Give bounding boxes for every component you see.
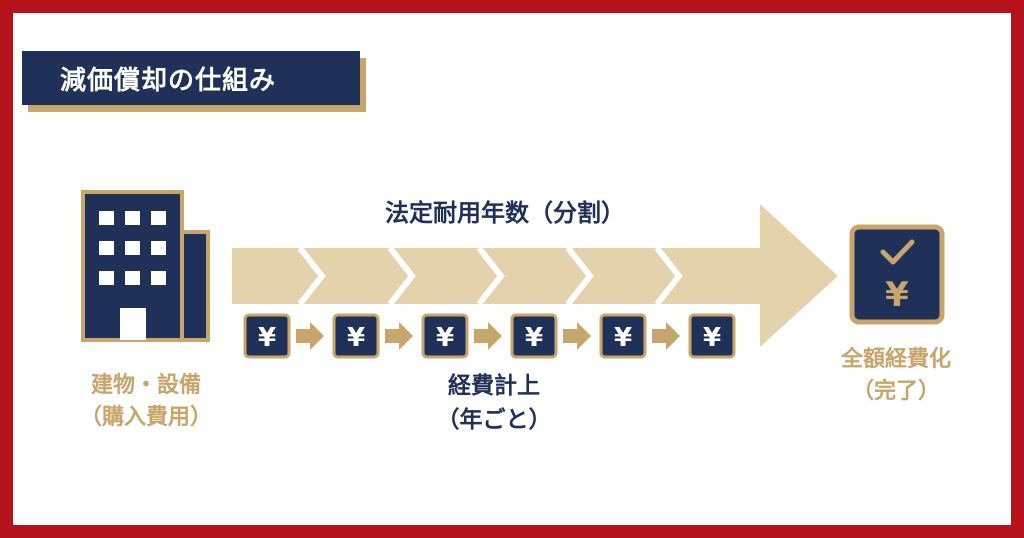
arrow-label: 法定耐用年数（分割） (385, 199, 625, 227)
asset-label: 建物・設備 (91, 372, 201, 398)
flow-arrow-5 (652, 322, 680, 350)
flow-arrow-1 (296, 322, 324, 350)
yen-icon: ¥ (347, 323, 365, 353)
yen-icon: ¥ (436, 323, 454, 353)
expense-label: 経費計上 (448, 372, 540, 399)
yen-box-5: ¥ (599, 313, 647, 359)
yen-icon: ¥ (885, 275, 909, 315)
yen-icon: ¥ (525, 323, 543, 353)
flow-arrow-3 (474, 322, 502, 350)
yen-box-4: ¥ (510, 313, 558, 359)
yen-icon: ¥ (614, 323, 632, 353)
yen-box-3: ¥ (421, 313, 469, 359)
useful-life-arrow (232, 204, 838, 347)
expense-sublabel: （年ごと） (437, 406, 552, 433)
asset-sublabel: （購入費用） (80, 405, 212, 430)
complete-sublabel: （完了） (852, 378, 940, 404)
yen-box-1: ¥ (243, 313, 291, 359)
yen-box-2: ¥ (332, 313, 380, 359)
completed-yen-icon: ¥ (849, 224, 945, 325)
arrow-chevrons (297, 246, 683, 306)
flow-arrow-2 (385, 322, 413, 350)
yen-icon: ¥ (703, 323, 721, 353)
building-icon (81, 190, 210, 342)
yen-icon: ¥ (258, 323, 276, 353)
yen-box-6: ¥ (688, 313, 736, 359)
complete-label: 全額経費化 (840, 346, 951, 372)
flow-arrow-4 (563, 322, 591, 350)
diagram-title: 減価償却の仕組み (22, 51, 360, 105)
checkmark-icon (880, 239, 915, 265)
